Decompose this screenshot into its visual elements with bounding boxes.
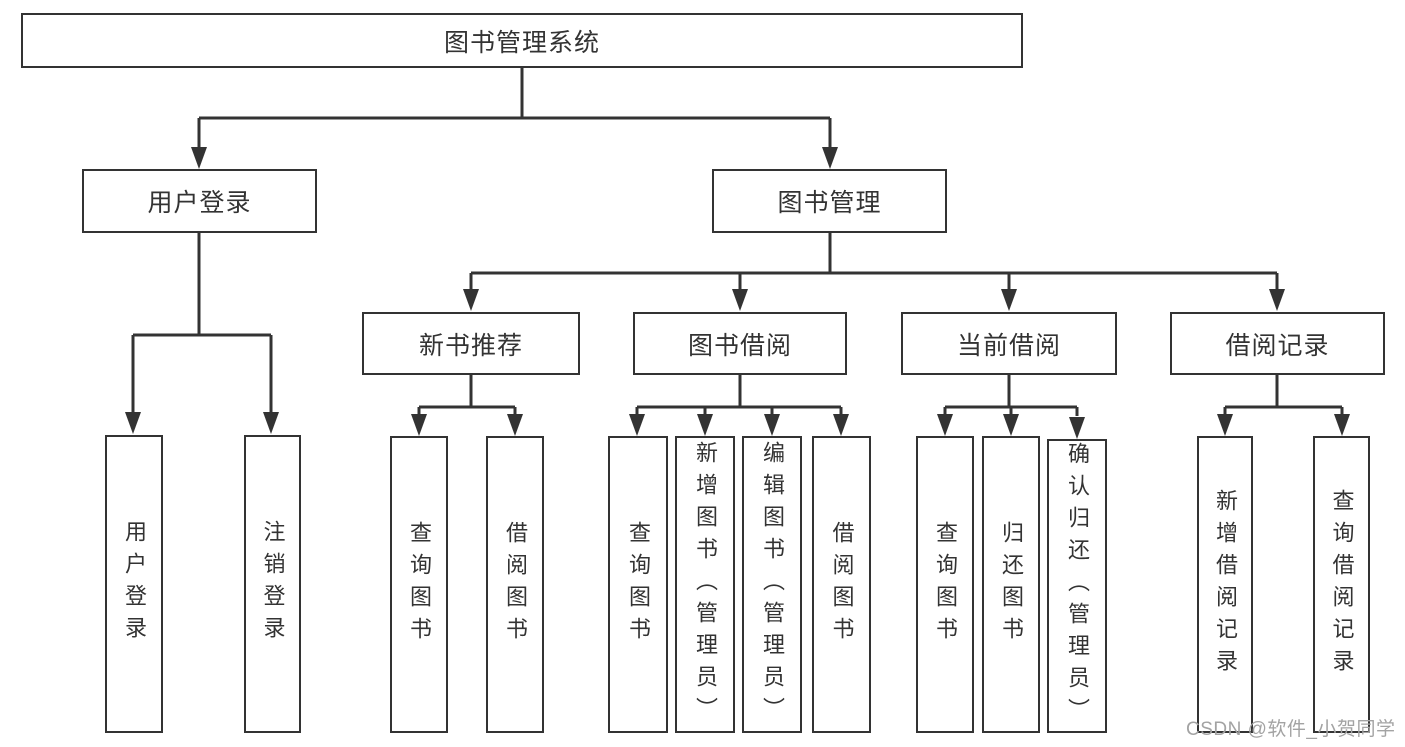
leaf-borrow-books-recommend: 借阅图书 bbox=[486, 436, 544, 733]
csdn-watermark: CSDN @软件_小贺同学 bbox=[1186, 719, 1396, 740]
node-label: 当前借阅 bbox=[956, 331, 1061, 360]
leaf-logout: 注销登录 bbox=[244, 435, 301, 733]
node-label: 新增借阅记录 bbox=[1213, 488, 1238, 681]
node-book-management: 图书管理 bbox=[712, 169, 947, 233]
leaf-query-books-current: 查询图书 bbox=[916, 436, 974, 733]
node-label: 注销登录 bbox=[260, 520, 286, 648]
node-label: 图书管理 bbox=[777, 189, 882, 217]
node-label: 借阅图书 bbox=[503, 520, 528, 649]
node-label: 新增图书（管理员） bbox=[693, 440, 718, 729]
node-user-login: 用户登录 bbox=[82, 169, 317, 233]
node-new-book-recommendation: 新书推荐 bbox=[362, 312, 580, 375]
node-label: 借阅图书 bbox=[829, 520, 855, 649]
node-library-system: 图书管理系统 bbox=[21, 13, 1023, 68]
node-current-borrowing: 当前借阅 bbox=[901, 312, 1117, 375]
leaf-query-books-borrow: 查询图书 bbox=[608, 436, 668, 733]
leaf-query-borrow-record: 查询借阅记录 bbox=[1313, 436, 1370, 733]
leaf-add-book-admin: 新增图书（管理员） bbox=[675, 436, 735, 733]
node-label: 用户登录 bbox=[122, 520, 147, 648]
node-label: 归还图书 bbox=[999, 520, 1024, 649]
node-label: 用户登录 bbox=[147, 189, 252, 217]
leaf-return-books: 归还图书 bbox=[982, 436, 1040, 733]
node-borrowing-records: 借阅记录 bbox=[1170, 312, 1385, 375]
node-label: 确认归还（管理员） bbox=[1065, 442, 1090, 730]
node-label: 新书推荐 bbox=[418, 331, 523, 360]
node-label: 借阅记录 bbox=[1225, 331, 1330, 360]
leaf-borrow-books: 借阅图书 bbox=[812, 436, 871, 733]
node-label: 查询图书 bbox=[626, 520, 651, 649]
node-label: 查询借阅记录 bbox=[1329, 488, 1355, 681]
node-label: 查询图书 bbox=[407, 520, 432, 649]
leaf-edit-book-admin: 编辑图书（管理员） bbox=[742, 436, 802, 733]
leaf-add-borrow-record: 新增借阅记录 bbox=[1197, 436, 1253, 733]
node-label: 编辑图书（管理员） bbox=[760, 440, 785, 729]
node-label: 图书借阅 bbox=[687, 331, 792, 360]
leaf-query-books-recommend: 查询图书 bbox=[390, 436, 448, 733]
node-label: 图书管理系统 bbox=[443, 28, 600, 57]
node-label: 查询图书 bbox=[933, 520, 958, 649]
node-book-borrowing: 图书借阅 bbox=[633, 312, 847, 375]
leaf-confirm-return-admin: 确认归还（管理员） bbox=[1047, 439, 1107, 733]
leaf-user-login: 用户登录 bbox=[105, 435, 163, 733]
